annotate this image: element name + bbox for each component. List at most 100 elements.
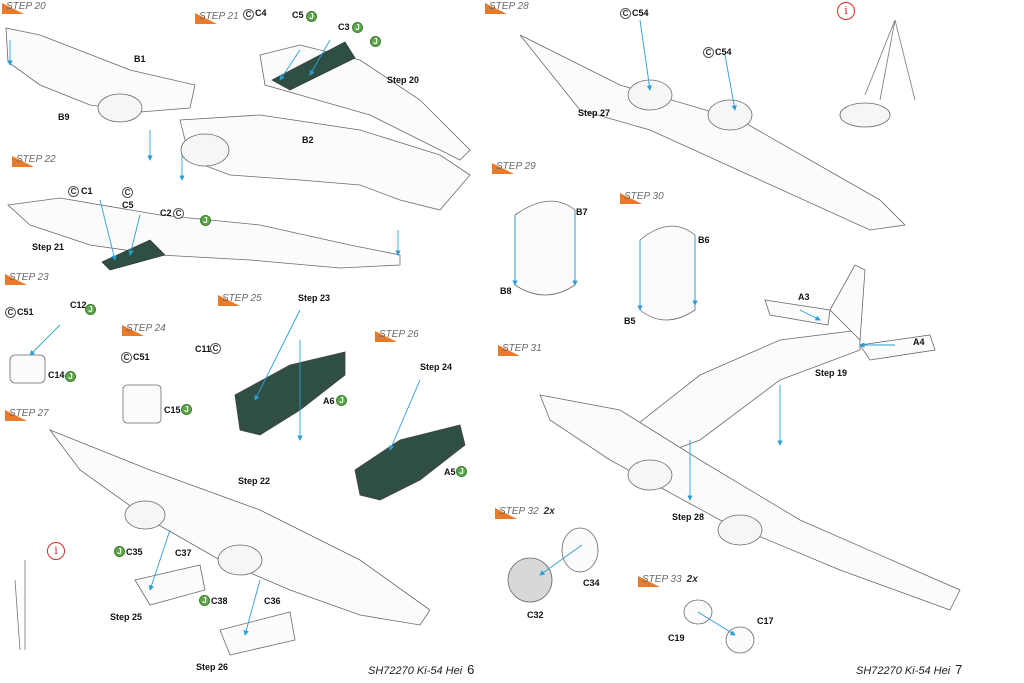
- stabilizer-a3: [764, 299, 831, 326]
- engine-step31-left: [627, 459, 673, 491]
- part-label-c17: C17: [757, 616, 774, 626]
- part-label-c3: C3: [338, 22, 350, 32]
- part-c-icon: C: [243, 9, 254, 20]
- wing-outer-panel-b1: [5, 27, 196, 113]
- info-icon: i: [47, 542, 65, 560]
- wing-step22: [7, 197, 401, 269]
- part-label-c1: C1: [81, 186, 93, 196]
- wing-step31: [539, 394, 961, 611]
- step-header-26: STEP 26: [375, 328, 423, 342]
- part-label-c5b: C5: [122, 200, 134, 210]
- paint-j-icon: J: [85, 304, 96, 315]
- cowling-b7-b8: [514, 200, 576, 296]
- part-label-a5: A5: [444, 467, 456, 477]
- part-c-icon: C: [121, 352, 132, 363]
- part-label-a3: A3: [798, 292, 810, 302]
- step-header-22: STEP 22: [12, 153, 60, 167]
- step-header-20: STEP 20: [2, 0, 50, 14]
- part-label-c4: C4: [255, 8, 267, 18]
- step-header-24: STEP 24: [122, 322, 170, 336]
- part-c-icon: C: [173, 208, 184, 219]
- part-label-b5: B5: [624, 316, 636, 326]
- part-label-c36: C36: [264, 596, 281, 606]
- step-header-25: STEP 25: [218, 292, 266, 306]
- part-label-a4: A4: [913, 337, 925, 347]
- gear-bay-step26: [219, 611, 296, 656]
- part-label-c38: C38: [211, 596, 228, 606]
- step-header-29: STEP 29: [492, 160, 540, 174]
- step-ref-26: Step 26: [196, 662, 229, 672]
- step-header-31: STEP 31: [498, 342, 546, 356]
- step-ref-22: Step 22: [238, 476, 271, 486]
- paint-j-icon: J: [114, 546, 125, 557]
- step-ref-25: Step 25: [110, 612, 143, 622]
- wing-center-section-b2: [179, 114, 471, 211]
- fuselage-half-a6: [234, 351, 346, 436]
- part-label-b6: B6: [698, 235, 710, 245]
- part-label-c32: C32: [527, 610, 544, 620]
- step-header-30: STEP 30: [620, 190, 668, 204]
- step-ref-19: Step 19: [815, 368, 848, 378]
- paint-j-icon: J: [336, 395, 347, 406]
- engine-step31-right: [717, 514, 763, 546]
- fuselage-half-a5: [354, 424, 466, 501]
- part-label-c37: C37: [175, 548, 192, 558]
- cockpit-floor-step21: [271, 41, 356, 91]
- step-header-27: STEP 27: [5, 407, 53, 421]
- step-ref-23: Step 23: [298, 293, 331, 303]
- part-label-c34: C34: [583, 578, 600, 588]
- step-ref-24: Step 24: [420, 362, 453, 372]
- part-label-c51: C51: [17, 307, 34, 317]
- part-c-icon: C: [122, 187, 133, 198]
- part-label-c54b: C54: [715, 47, 732, 57]
- engine-nacelle-step27-left: [124, 500, 166, 530]
- part-label-a6: A6: [323, 396, 335, 406]
- part-label-c54: C54: [632, 8, 649, 18]
- step-header-21: STEP 21: [195, 10, 243, 24]
- paint-j-icon: J: [352, 22, 363, 33]
- step-header-28: STEP 28: [485, 0, 533, 14]
- part-c-icon: C: [703, 47, 714, 58]
- part-label-b9: B9: [58, 112, 70, 122]
- part-c-icon: C: [5, 307, 16, 318]
- landing-gear-leg: [14, 560, 26, 651]
- part-c-icon: C: [68, 186, 79, 197]
- engine-nacelle-left: [97, 93, 143, 123]
- step-ref-28: Step 28: [672, 512, 705, 522]
- paint-j-icon: J: [456, 466, 467, 477]
- paint-j-icon: J: [200, 215, 211, 226]
- engine-step28-b: [707, 99, 753, 131]
- part-label-c19: C19: [668, 633, 685, 643]
- paint-j-icon: J: [306, 11, 317, 22]
- part-label-b1: B1: [134, 54, 146, 64]
- part-label-c11: C11: [195, 344, 212, 354]
- tail-fin-step31: [829, 264, 866, 341]
- stand-base: [839, 102, 891, 128]
- part-c-icon: C: [210, 343, 221, 354]
- part-label-c2: C2: [160, 208, 172, 218]
- gear-bay-step25: [134, 564, 206, 606]
- part-label-c12: C12: [70, 300, 87, 310]
- part-label-b7: B7: [576, 207, 588, 217]
- part-label-c35: C35: [126, 547, 143, 557]
- engine-step28-a: [627, 79, 673, 111]
- step-ref-21: Step 21: [32, 242, 65, 252]
- engine-nacelle-step27-right: [217, 544, 263, 576]
- part-label-c51b: C51: [133, 352, 150, 362]
- paint-j-icon: J: [65, 371, 76, 382]
- part-c-icon: C: [620, 8, 631, 19]
- paint-j-icon: J: [199, 595, 210, 606]
- step-ref-27: Step 27: [578, 108, 611, 118]
- disc-c17: [725, 626, 755, 654]
- paint-j-icon: J: [181, 404, 192, 415]
- step-ref-20: Step 20: [387, 75, 420, 85]
- radial-engine-c32: [507, 557, 553, 603]
- engine-nacelle-right: [180, 133, 230, 167]
- part-c15: [122, 384, 162, 424]
- part-label-c5: C5: [292, 10, 304, 20]
- part-label-c14: C14: [48, 370, 65, 380]
